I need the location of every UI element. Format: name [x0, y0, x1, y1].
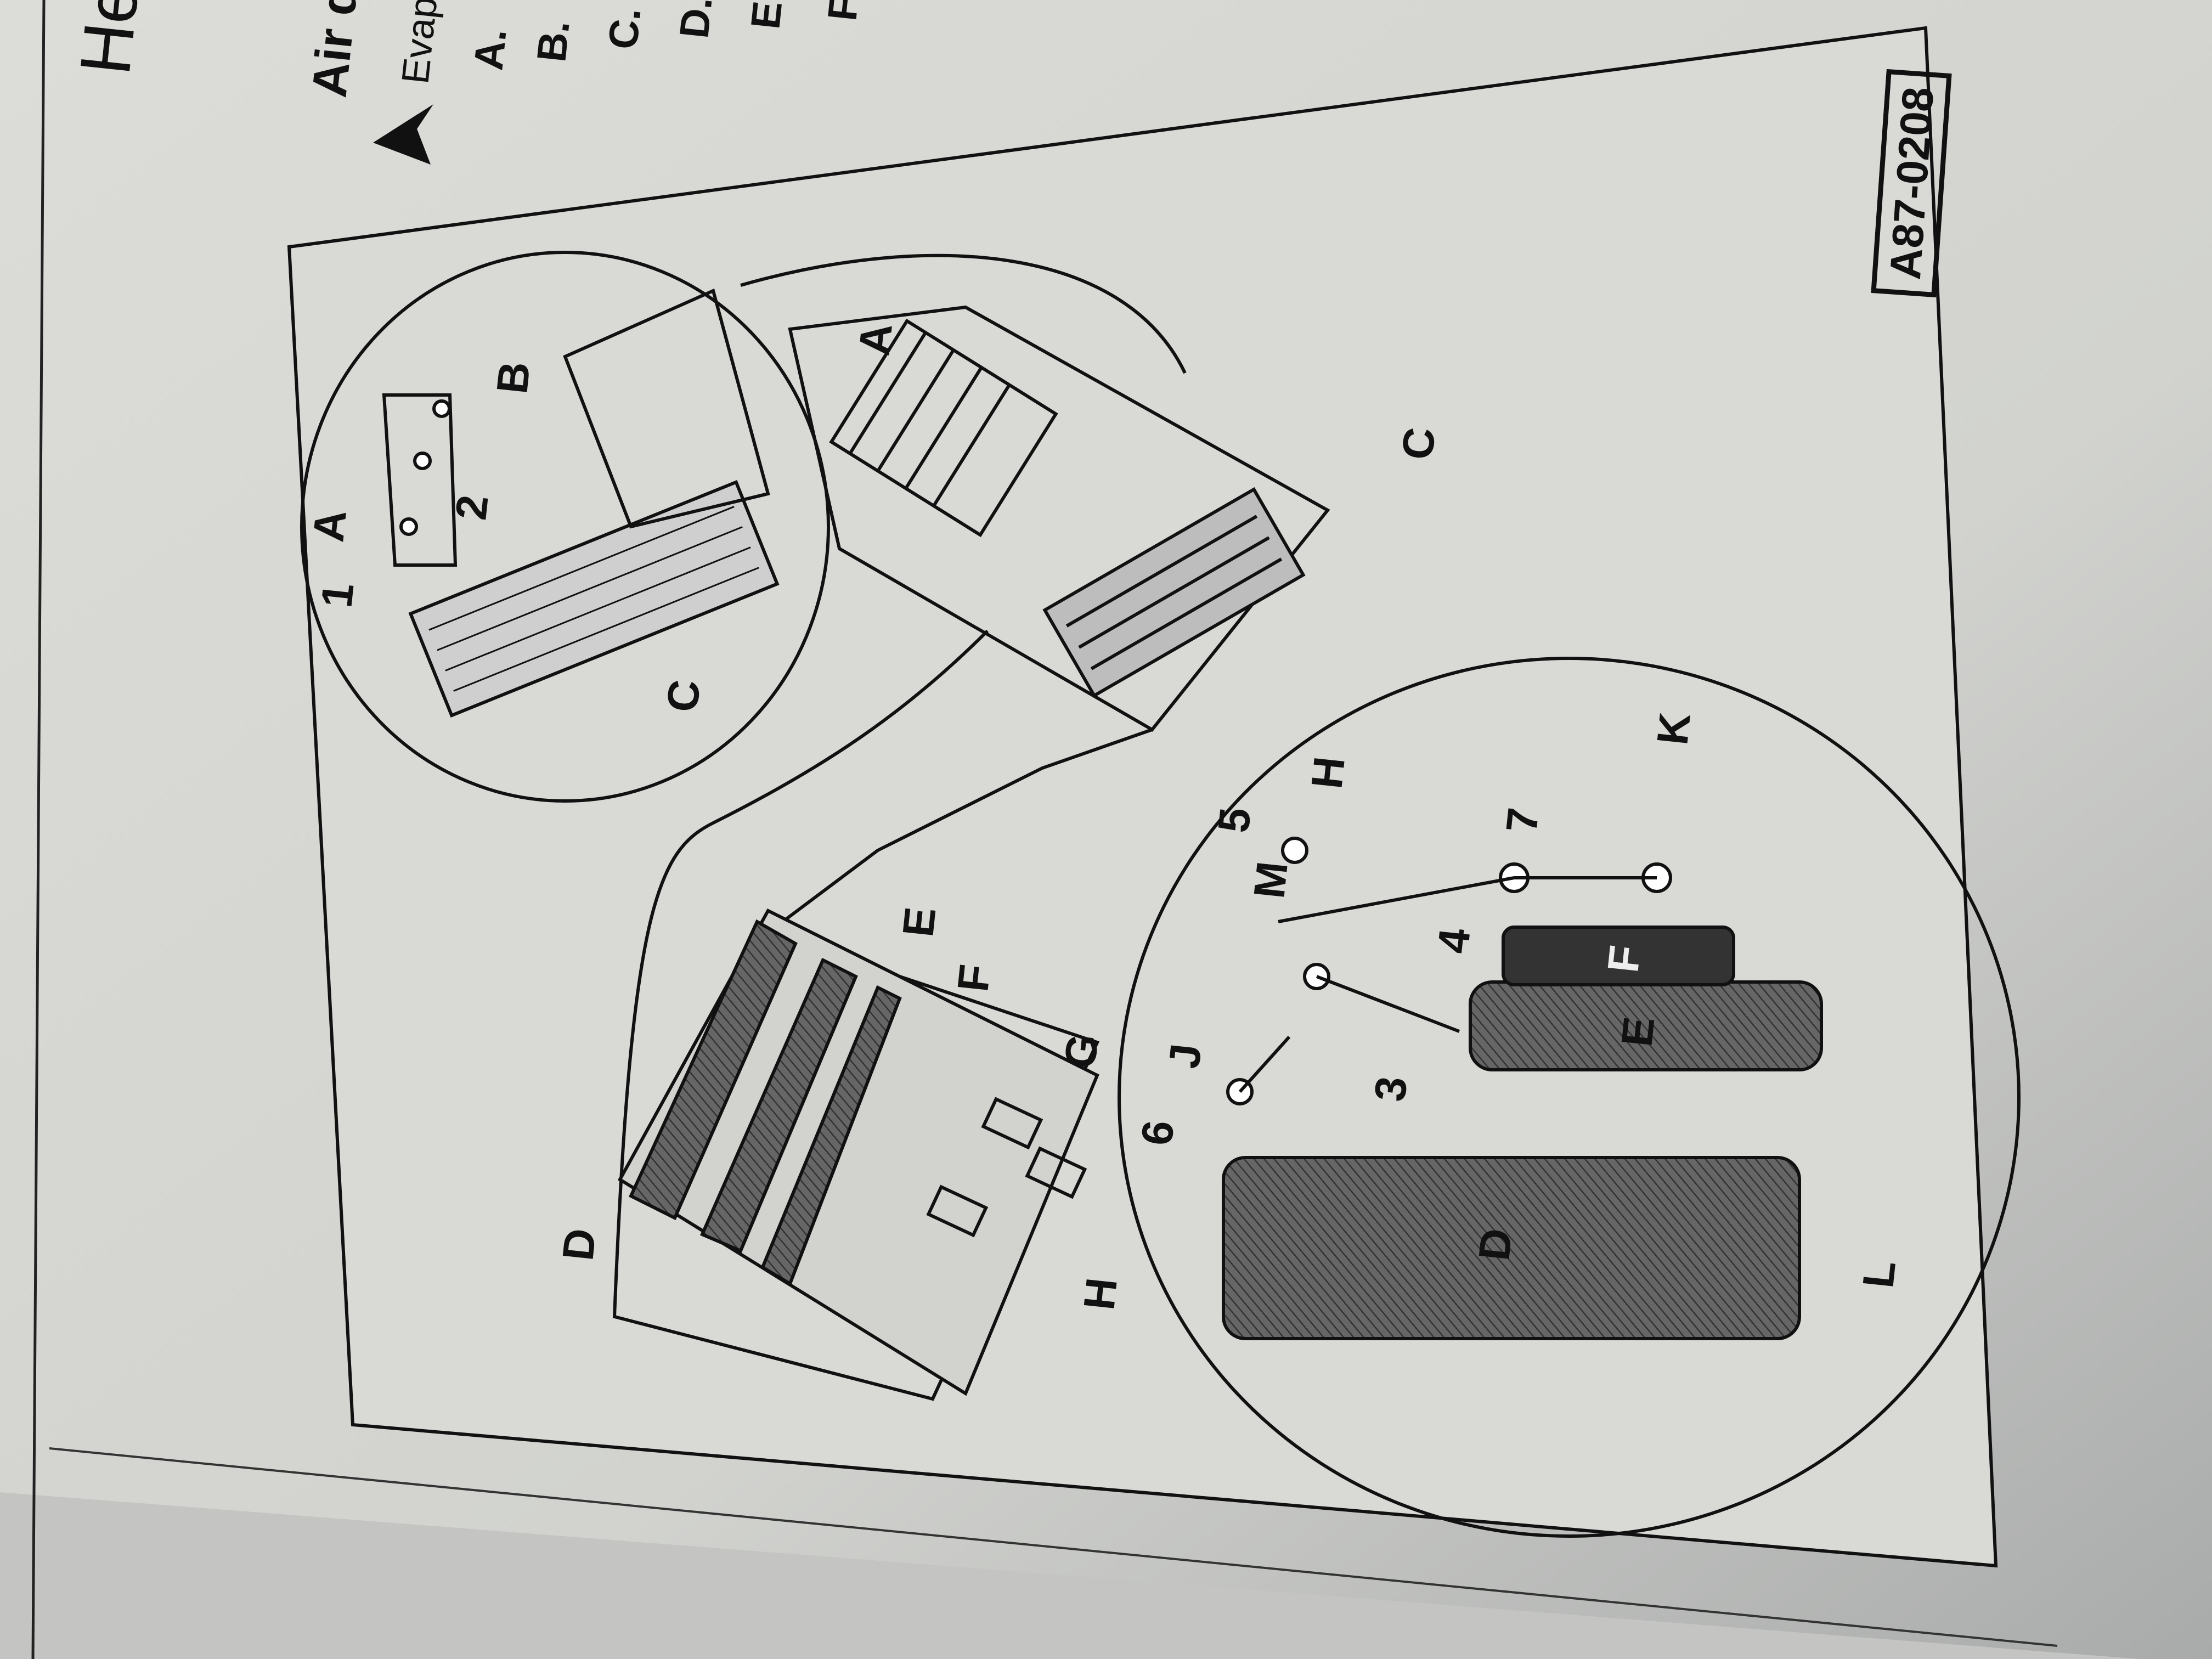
ptc-heater-f	[1502, 926, 1735, 986]
lower-label-m: M	[1244, 859, 1296, 901]
box-label-e: E	[893, 905, 945, 939]
section-title: Air d	[302, 0, 368, 100]
housing-label-c: C	[1392, 425, 1444, 462]
lower-label-f: F	[1598, 943, 1650, 975]
page-margin-line	[31, 0, 46, 1659]
lower-label-d: D	[1469, 1226, 1521, 1263]
legend-item-d: D.	[670, 0, 720, 41]
box-label-h: H	[1074, 1276, 1126, 1312]
lower-label-7: 7	[1497, 805, 1548, 835]
lower-label-k: K	[1647, 710, 1700, 747]
lower-detail-view	[1118, 657, 2021, 1538]
page-title: He	[65, 0, 154, 78]
top-detail-view	[300, 251, 1187, 803]
legend-item-f: F	[819, 0, 867, 23]
lower-label-3: 3	[1365, 1074, 1416, 1104]
top-label-b: B	[487, 359, 539, 396]
legend-item-b: B.	[528, 18, 578, 64]
housing-label-a: A	[849, 321, 901, 358]
subtitle: Evap	[393, 0, 445, 86]
lower-label-6: 6	[1132, 1118, 1183, 1148]
legend-item-e: E	[742, 0, 791, 31]
lower-label-4: 4	[1428, 926, 1479, 956]
page-fold-line	[49, 1447, 2058, 1647]
lower-label-h: H	[1302, 754, 1354, 791]
heater-core-d	[1222, 1156, 1801, 1340]
lower-label-5: 5	[1209, 805, 1260, 835]
lower-label-l: L	[1853, 1259, 1905, 1290]
box-label-g: G	[1055, 1032, 1107, 1071]
top-label-c: C	[657, 678, 709, 714]
box-label-f: F	[948, 962, 1000, 994]
box-label-d: D	[553, 1226, 605, 1263]
legend-item-a: A.	[465, 26, 515, 72]
top-label-1: 1	[312, 580, 363, 610]
heater-box	[617, 909, 1099, 1396]
legend-item-c: C.	[599, 5, 649, 51]
top-label-a: A	[303, 507, 356, 544]
lower-label-j: J	[1159, 1041, 1210, 1071]
figure-reference-arrow-icon	[373, 104, 433, 165]
next-page-edge	[0, 1492, 2140, 1659]
top-label-2: 2	[446, 493, 497, 522]
lower-label-e: E	[1612, 1014, 1663, 1048]
